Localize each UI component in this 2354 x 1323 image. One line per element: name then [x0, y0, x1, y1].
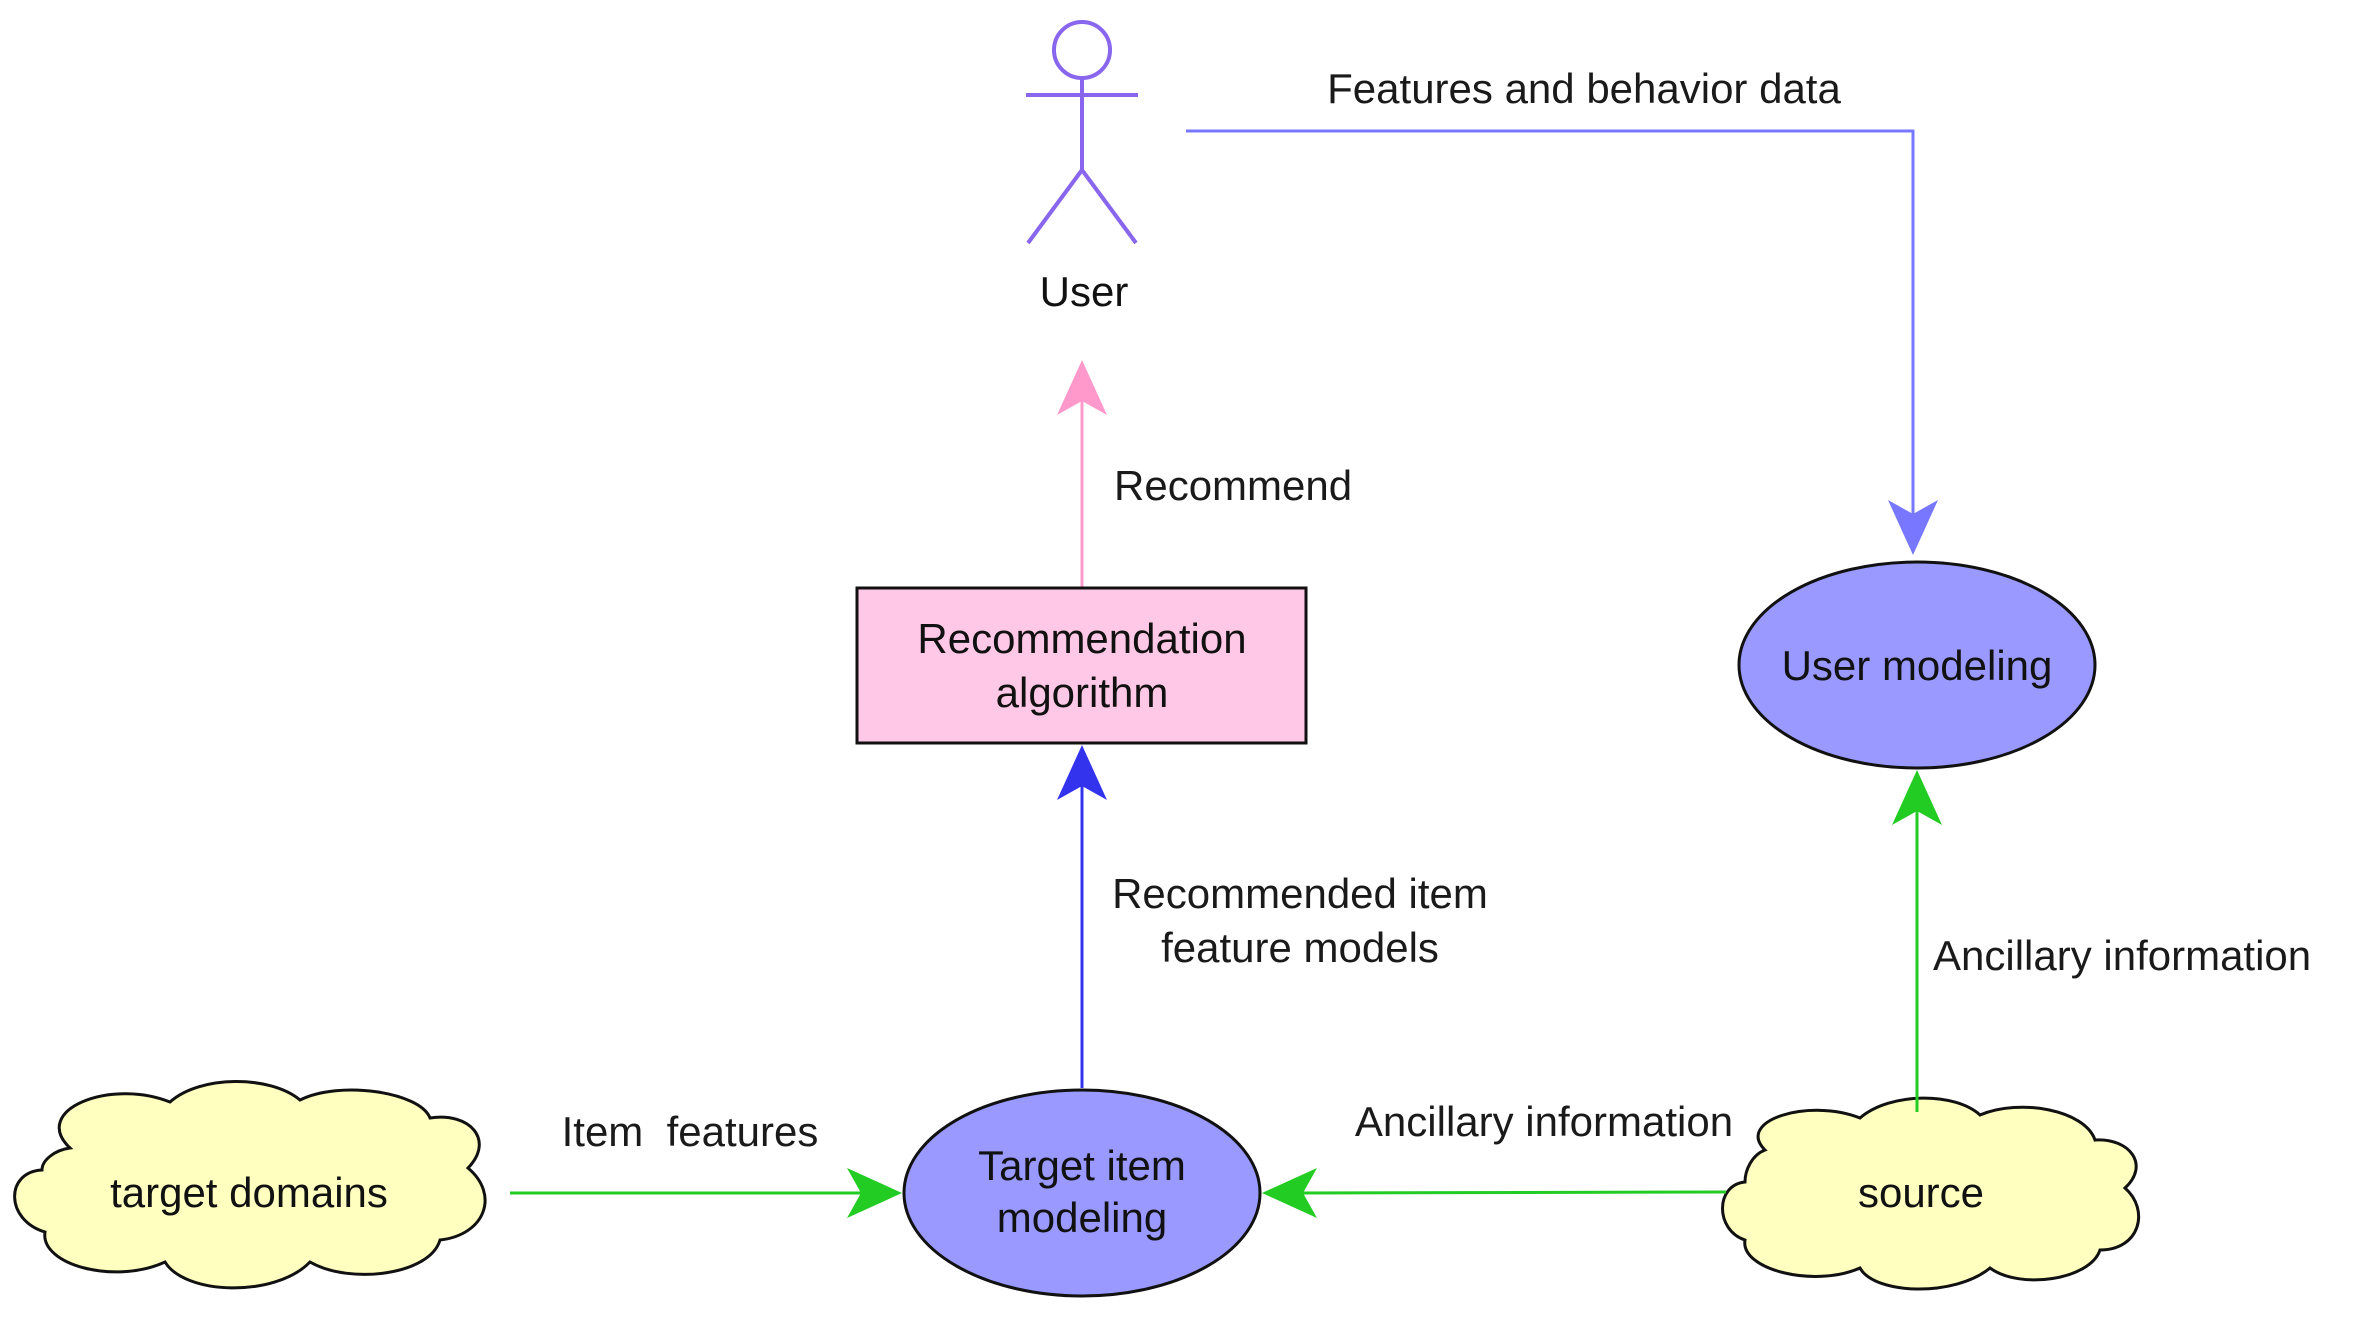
target-item-modeling-label-line2: modeling — [997, 1194, 1167, 1241]
ancillary-to-user-label: Ancillary information — [1933, 932, 2311, 979]
recommendation-algorithm-label-line1: Recommendation — [917, 615, 1246, 662]
ancillary-to-target-label: Ancillary information — [1355, 1098, 1733, 1145]
features-behavior-arrowhead — [1888, 500, 1938, 555]
source-cloud — [1721, 1096, 2141, 1291]
features-behavior-edge — [1186, 129, 1938, 555]
recommend-edge — [1057, 360, 1107, 588]
target-domains-cloud — [13, 1080, 487, 1290]
ancillary-to-user-edge — [1892, 770, 1942, 1112]
recommend-arrowhead — [1057, 360, 1107, 415]
user-modeling-label: User modeling — [1782, 642, 2053, 689]
recommended-item-models-arrowhead — [1057, 745, 1107, 800]
user-actor — [1026, 20, 1138, 245]
source-label: source — [1858, 1169, 1984, 1216]
recommendation-algorithm-box — [855, 586, 1308, 745]
user-modeling-node — [1737, 560, 2097, 770]
item-features-edge — [510, 1168, 902, 1218]
item-features-arrowhead — [847, 1168, 902, 1218]
user-label: User — [1040, 268, 1129, 315]
recommended-item-models-edge — [1057, 745, 1107, 1088]
features-behavior-label: Features and behavior data — [1327, 65, 1841, 112]
target-item-modeling-label-line1: Target item — [978, 1142, 1186, 1189]
recommended-item-models-label-line2: feature models — [1161, 924, 1439, 971]
recommend-label: Recommend — [1114, 462, 1352, 509]
ancillary-to-user-arrowhead — [1892, 770, 1942, 825]
recommendation-algorithm-label-line2: algorithm — [996, 669, 1169, 716]
item-features-label: Item features — [562, 1108, 819, 1155]
ancillary-to-target-arrowhead — [1262, 1168, 1317, 1218]
user-actor-head — [1052, 20, 1112, 80]
ancillary-to-target-edge — [1262, 1168, 1727, 1218]
target-item-modeling-node — [902, 1088, 1262, 1298]
recommended-item-models-label-line1: Recommended item — [1112, 870, 1488, 917]
target-domains-label: target domains — [110, 1169, 388, 1216]
